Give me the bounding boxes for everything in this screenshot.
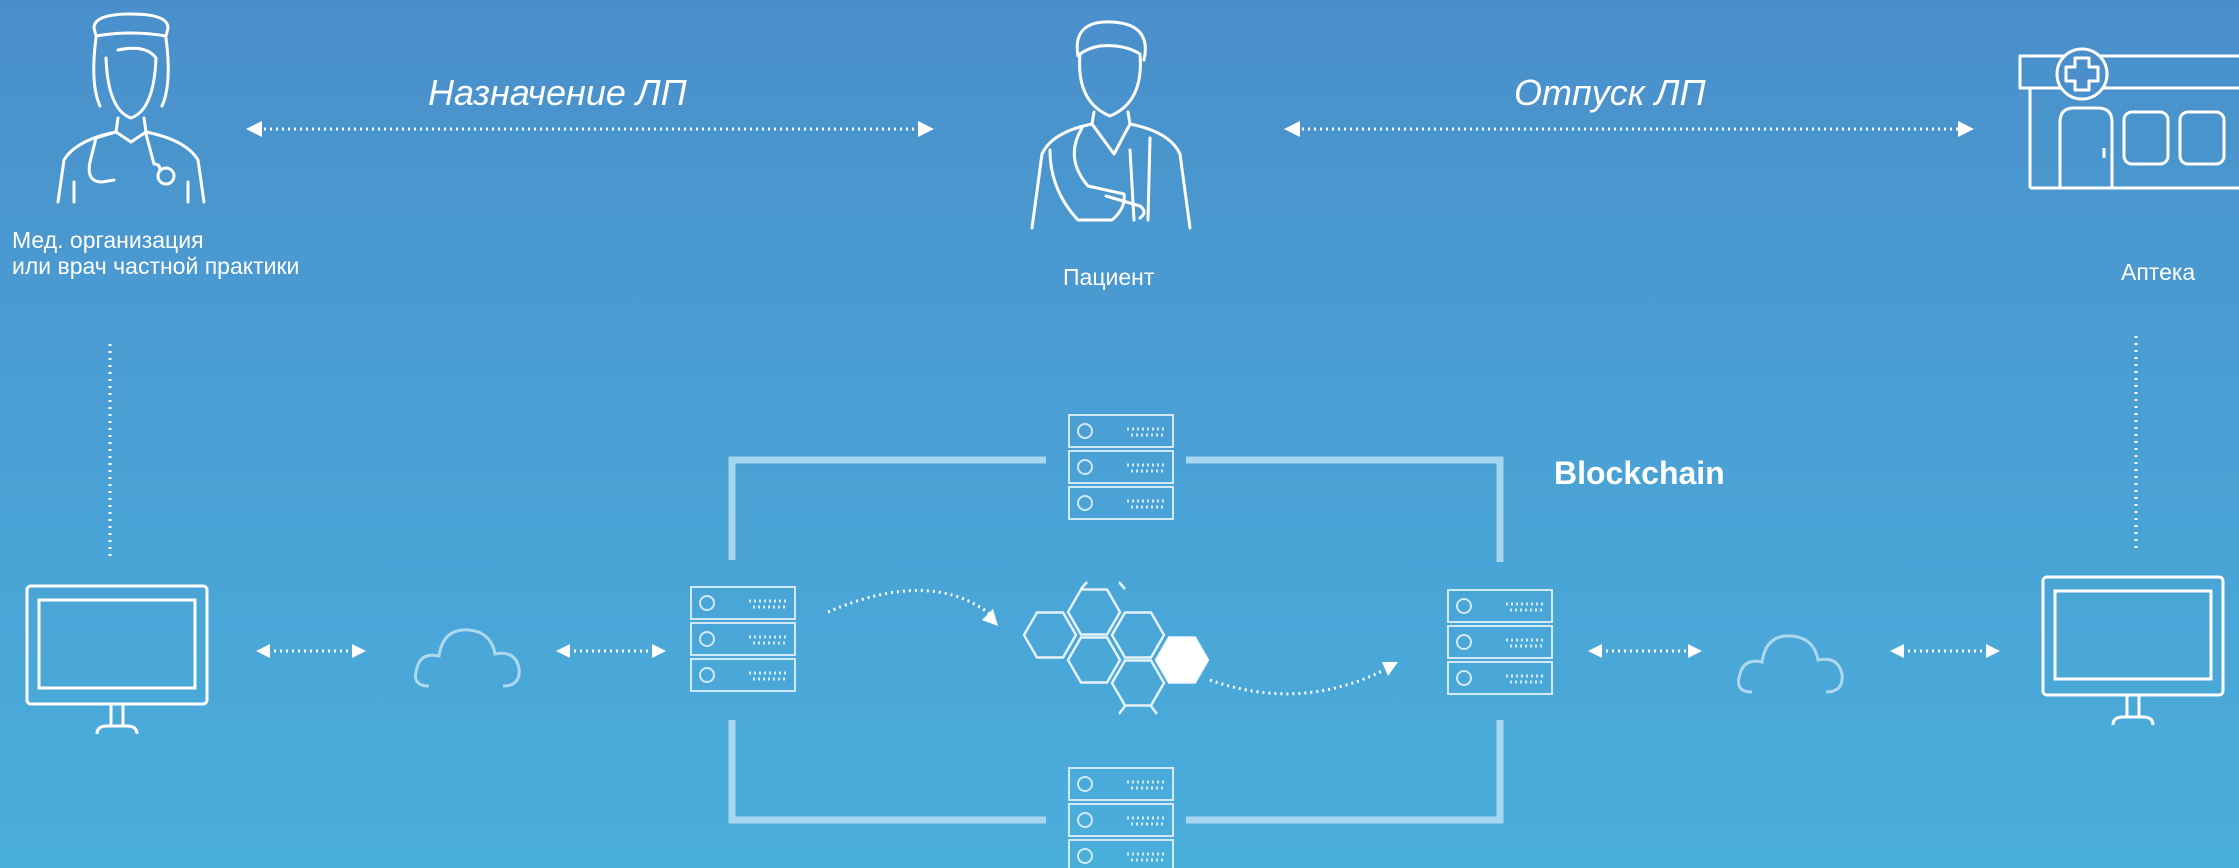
curved-arrow-out [1209,662,1398,696]
pharmacy-monitor-icon [2041,575,2225,727]
curved-arrow-in [827,589,998,626]
blockchain-label: Blockchain [1554,455,1725,491]
doctor-monitor-icon [25,584,209,736]
dispensing-label: Отпуск ЛП [1514,72,1706,113]
server-right-icon [1446,588,1554,696]
server-top-icon [1067,413,1175,521]
server-cloud-arrow-right [1588,644,1702,658]
doctor-label: Мед. организация или врач частной практи… [12,227,299,279]
doctor-label-line2: или врач частной практики [12,253,300,279]
monitor-cloud-arrow-left [256,644,366,658]
prescription-label: Назначение ЛП [428,72,687,113]
doctor-label-line1: Мед. организация [12,227,204,253]
server-left-icon [689,585,797,693]
pharmacy-icon [2018,47,2239,190]
server-bottom-icon [1067,766,1175,868]
blockchain-hexagons-icon [1022,581,1210,715]
patient-label: Пациент [1063,264,1155,290]
pharmacy-label: Аптека [2121,259,2196,285]
dispensing-arrow [1284,121,1974,137]
cloud-right-icon [1737,634,1844,694]
cloud-server-arrow-left [556,644,666,658]
cloud-left-icon [414,628,521,688]
cloud-monitor-arrow-right [1890,644,2000,658]
patient-icon [1030,20,1192,230]
doctor-icon [56,12,206,204]
prescription-arrow [246,121,934,137]
blockchain-frame [728,456,1504,824]
